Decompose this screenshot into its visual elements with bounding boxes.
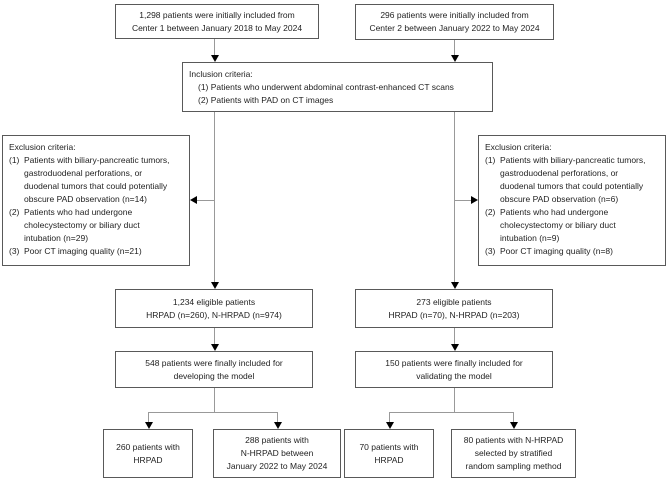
item-text: Patients with biliary-pancreatic tumors,… xyxy=(500,155,646,204)
box-eligible-validation: 273 eligible patients HRPAD (n=70), N-HR… xyxy=(355,289,553,328)
box-center2-initial: 296 patients were initially included fro… xyxy=(355,4,554,40)
exclusion-right-item-3: (3) Poor CT imaging quality (n=8) xyxy=(485,245,659,258)
arrowhead-eligible-validation xyxy=(451,282,459,289)
box-dev-nhrpad: 288 patients with N-HRPAD between Januar… xyxy=(213,429,341,478)
exclusion-left-title: Exclusion criteria: xyxy=(9,142,76,152)
arrowhead-exclusion-right xyxy=(471,196,478,204)
connector-exclusion-right-line xyxy=(454,200,472,201)
box-dev-hrpad: 260 patients with HRPAD xyxy=(103,429,193,478)
item-text: Patients who had undergone cholecystecto… xyxy=(500,207,616,243)
box-final-development: 548 patients were finally included for d… xyxy=(115,351,313,388)
arrowhead-eligible-development xyxy=(211,282,219,289)
arrowhead-final-validation xyxy=(451,344,459,351)
box-val-nhrpad: 80 patients with N-HRPAD selected by str… xyxy=(451,429,576,478)
connector-val-nhrpad-line xyxy=(513,412,514,423)
connector-val-split-crossbar xyxy=(389,412,514,413)
item-number: (1) xyxy=(9,155,20,165)
inclusion-item-2: (2) Patients with PAD on CT images xyxy=(198,95,334,105)
arrowhead-center2-inclusion xyxy=(451,55,459,62)
connector-center2-inclusion-line xyxy=(454,40,455,56)
connector-val-hrpad-line xyxy=(389,412,390,423)
connector-trunk-left-line xyxy=(214,112,215,283)
connector-dev-nhrpad-line xyxy=(277,412,278,423)
connector-val-split-stem xyxy=(454,388,455,413)
connector-eligible-final-dev-line xyxy=(214,328,215,345)
item-text: Poor CT imaging quality (n=21) xyxy=(24,246,142,256)
arrowhead-final-development xyxy=(211,344,219,351)
connector-dev-split-crossbar xyxy=(148,412,278,413)
box-center1-text: 1,298 patients were initially included f… xyxy=(131,9,303,33)
val-hrpad-text: 70 patients with HRPAD xyxy=(359,441,419,465)
connector-trunk-right-line xyxy=(454,112,455,283)
final-validation-text: 150 patients were finally included for v… xyxy=(385,357,523,381)
exclusion-left-item-3: (3) Poor CT imaging quality (n=21) xyxy=(9,245,183,258)
arrowhead-val-nhrpad xyxy=(510,422,518,429)
box-inclusion-criteria: Inclusion criteria: (1) Patients who und… xyxy=(182,62,493,112)
arrowhead-dev-hrpad xyxy=(145,422,153,429)
exclusion-left-item-2: (2) Patients who had undergone cholecyst… xyxy=(9,206,183,245)
box-exclusion-right: Exclusion criteria: (1) Patients with bi… xyxy=(478,135,666,266)
val-nhrpad-text: 80 patients with N-HRPAD selected by str… xyxy=(463,435,564,471)
box-final-validation: 150 patients were finally included for v… xyxy=(355,351,553,388)
arrowhead-exclusion-left xyxy=(190,196,197,204)
arrowhead-center1-inclusion xyxy=(211,55,219,62)
box-exclusion-left: Exclusion criteria: (1) Patients with bi… xyxy=(2,135,190,266)
item-number: (2) xyxy=(9,207,20,217)
connector-dev-hrpad-line xyxy=(148,412,149,423)
box-center2-text: 296 patients were initially included fro… xyxy=(369,10,540,33)
dev-nhrpad-text: 288 patients with N-HRPAD between Januar… xyxy=(226,435,328,471)
item-number: (1) xyxy=(485,155,496,165)
item-text: Patients who had undergone cholecystecto… xyxy=(24,207,140,243)
item-number: (3) xyxy=(485,246,496,256)
box-eligible-development: 1,234 eligible patients HRPAD (n=260), N… xyxy=(115,289,313,328)
final-development-text: 548 patients were finally included for d… xyxy=(145,357,283,381)
item-number: (2) xyxy=(485,207,496,217)
box-center1-initial: 1,298 patients were initially included f… xyxy=(115,4,319,39)
exclusion-right-item-2: (2) Patients who had undergone cholecyst… xyxy=(485,206,659,245)
exclusion-right-item-1: (1) Patients with biliary-pancreatic tum… xyxy=(485,154,659,206)
connector-dev-split-stem xyxy=(214,388,215,413)
inclusion-title: Inclusion criteria: xyxy=(189,69,253,79)
inclusion-item-1: (1) Patients who underwent abdominal con… xyxy=(198,82,454,92)
exclusion-left-item-1: (1) Patients with biliary-pancreatic tum… xyxy=(9,154,183,206)
connector-exclusion-left-line xyxy=(196,200,215,201)
dev-hrpad-text: 260 patients with HRPAD xyxy=(116,441,180,465)
arrowhead-dev-nhrpad xyxy=(274,422,282,429)
item-text: Patients with biliary-pancreatic tumors,… xyxy=(24,155,170,204)
box-val-hrpad: 70 patients with HRPAD xyxy=(344,429,434,478)
eligible-development-text: 1,234 eligible patients HRPAD (n=260), N… xyxy=(146,296,282,320)
item-number: (3) xyxy=(9,246,20,256)
arrowhead-val-hrpad xyxy=(386,422,394,429)
eligible-validation-text: 273 eligible patients HRPAD (n=70), N-HR… xyxy=(388,296,520,320)
connector-center1-inclusion-line xyxy=(214,39,215,56)
exclusion-right-title: Exclusion criteria: xyxy=(485,142,552,152)
item-text: Poor CT imaging quality (n=8) xyxy=(500,246,613,256)
connector-eligible-final-val-line xyxy=(454,328,455,345)
